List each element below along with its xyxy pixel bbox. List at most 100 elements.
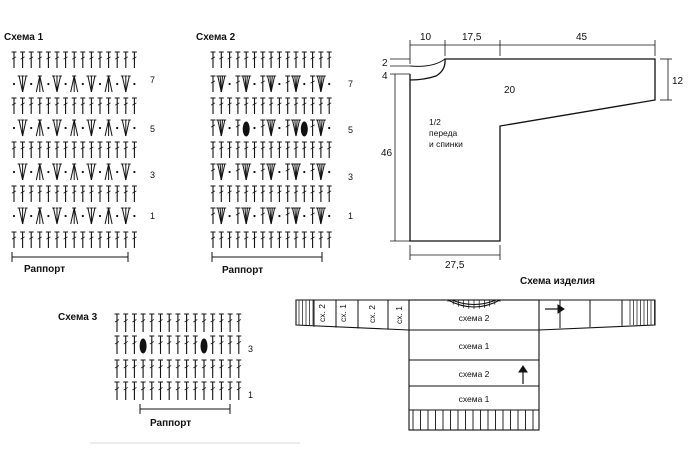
chain-stitch xyxy=(133,82,136,86)
scheme-2-row-1: 1 xyxy=(348,211,353,221)
knit-direction-arrow-right xyxy=(545,304,565,314)
shell-stitch xyxy=(53,75,58,93)
cluster-stitch xyxy=(39,207,44,225)
chain-stitch xyxy=(116,214,119,218)
chain-stitch xyxy=(228,214,231,218)
chain-stitch xyxy=(12,126,16,130)
scheme-1-row-3: 3 xyxy=(150,170,155,180)
shell-stitch xyxy=(22,75,27,93)
chain-stitch xyxy=(228,126,231,130)
shell-stitch xyxy=(220,207,226,225)
shell-stitch xyxy=(87,119,92,137)
scheme-2: Схема 2 7 5 3 1 Раппорт xyxy=(196,32,353,276)
chain-stitch xyxy=(81,214,84,218)
product-scheme-title: Схема изделия xyxy=(520,276,595,287)
scheme-2-row-3: 3 xyxy=(348,172,353,182)
shell-stitch xyxy=(320,163,325,181)
bobble-stitch xyxy=(139,338,147,354)
shell-stitch xyxy=(245,163,251,181)
shell-stitch xyxy=(53,207,58,225)
chain-stitch xyxy=(228,170,231,174)
chain-stitch xyxy=(64,214,67,218)
cluster-stitch xyxy=(108,163,113,181)
sleeve-band-2: сх. 1 xyxy=(338,304,348,322)
chain-stitch xyxy=(64,82,67,86)
sleeve-band-3: сх. 2 xyxy=(367,305,377,323)
scheme-2-chart xyxy=(210,51,332,248)
shell-stitch xyxy=(18,75,24,93)
shell-stitch xyxy=(18,119,24,137)
scheme-2-title: Схема 2 xyxy=(196,32,236,43)
chain-stitch xyxy=(278,82,281,86)
shell-stitch xyxy=(270,207,276,225)
cluster-stitch xyxy=(73,207,79,225)
chain-stitch xyxy=(116,170,119,174)
chain-stitch xyxy=(278,214,281,218)
shell-stitch xyxy=(87,163,92,181)
cluster-stitch xyxy=(73,75,79,93)
bobble-stitch xyxy=(242,121,250,137)
scheme-3-row-3: 3 xyxy=(248,344,253,354)
shell-stitch xyxy=(22,163,27,181)
dim-body-length: 46 xyxy=(381,148,393,159)
shell-stitch xyxy=(87,75,92,93)
scheme-1-rapport-label: Раппорт xyxy=(24,264,65,275)
shell-stitch xyxy=(90,75,96,93)
chain-stitch xyxy=(30,214,33,218)
dim-neck-back-drop: 4 xyxy=(382,71,388,82)
shell-stitch xyxy=(245,207,251,225)
scheme-1-chart xyxy=(11,51,137,248)
chain-stitch xyxy=(133,126,136,130)
shell-stitch xyxy=(295,119,300,137)
scheme-1-row-7: 7 xyxy=(150,75,155,85)
cluster-stitch xyxy=(104,163,110,181)
chain-stitch xyxy=(98,170,102,174)
chain-stitch xyxy=(47,214,50,218)
chain-stitch xyxy=(98,82,102,86)
chain-stitch xyxy=(253,214,256,218)
garment-pattern-labels: 10 17,5 45 2 4 46 20 12 27,5 1/2 переда … xyxy=(381,32,684,271)
piece-label-back: и спинки xyxy=(429,139,463,149)
knit-direction-arrow-up xyxy=(518,365,528,384)
chain-stitch xyxy=(303,170,306,174)
shell-stitch xyxy=(220,163,226,181)
shell-stitch xyxy=(87,207,92,225)
bobble-stitch xyxy=(300,121,308,137)
cluster-stitch xyxy=(39,163,44,181)
chain-stitch xyxy=(98,214,102,218)
shell-stitch xyxy=(125,119,130,137)
shell-stitch xyxy=(90,119,96,137)
cluster-stitch xyxy=(70,163,75,181)
cluster-stitch xyxy=(108,75,113,93)
cluster-stitch xyxy=(70,75,75,93)
shell-stitch xyxy=(295,163,300,181)
chain-stitch xyxy=(81,82,84,86)
cluster-stitch xyxy=(73,119,79,137)
chain-stitch xyxy=(98,126,102,130)
cluster-stitch xyxy=(104,75,110,93)
chain-stitch xyxy=(253,126,256,130)
chain-stitch xyxy=(12,214,16,218)
shell-stitch xyxy=(90,207,96,225)
chain-stitch xyxy=(30,82,33,86)
shell-stitch xyxy=(53,119,58,137)
pattern-outline xyxy=(409,58,656,242)
dim-sleeve-length: 45 xyxy=(576,32,588,43)
dim-armhole: 20 xyxy=(504,85,516,96)
shell-stitch xyxy=(320,75,325,93)
chain-stitch xyxy=(64,126,67,130)
shell-stitch xyxy=(270,163,276,181)
shell-stitch xyxy=(56,163,61,181)
shell-stitch xyxy=(220,119,226,137)
cluster-stitch xyxy=(39,75,44,93)
scheme-1-row-5: 5 xyxy=(150,124,155,134)
chain-stitch xyxy=(253,170,256,174)
chain-stitch xyxy=(328,214,331,218)
chain-stitch xyxy=(303,214,306,218)
shell-stitch xyxy=(18,163,24,181)
piece-label-fraction: 1/2 xyxy=(429,117,441,127)
shell-stitch xyxy=(121,75,127,93)
cluster-stitch xyxy=(108,119,113,137)
